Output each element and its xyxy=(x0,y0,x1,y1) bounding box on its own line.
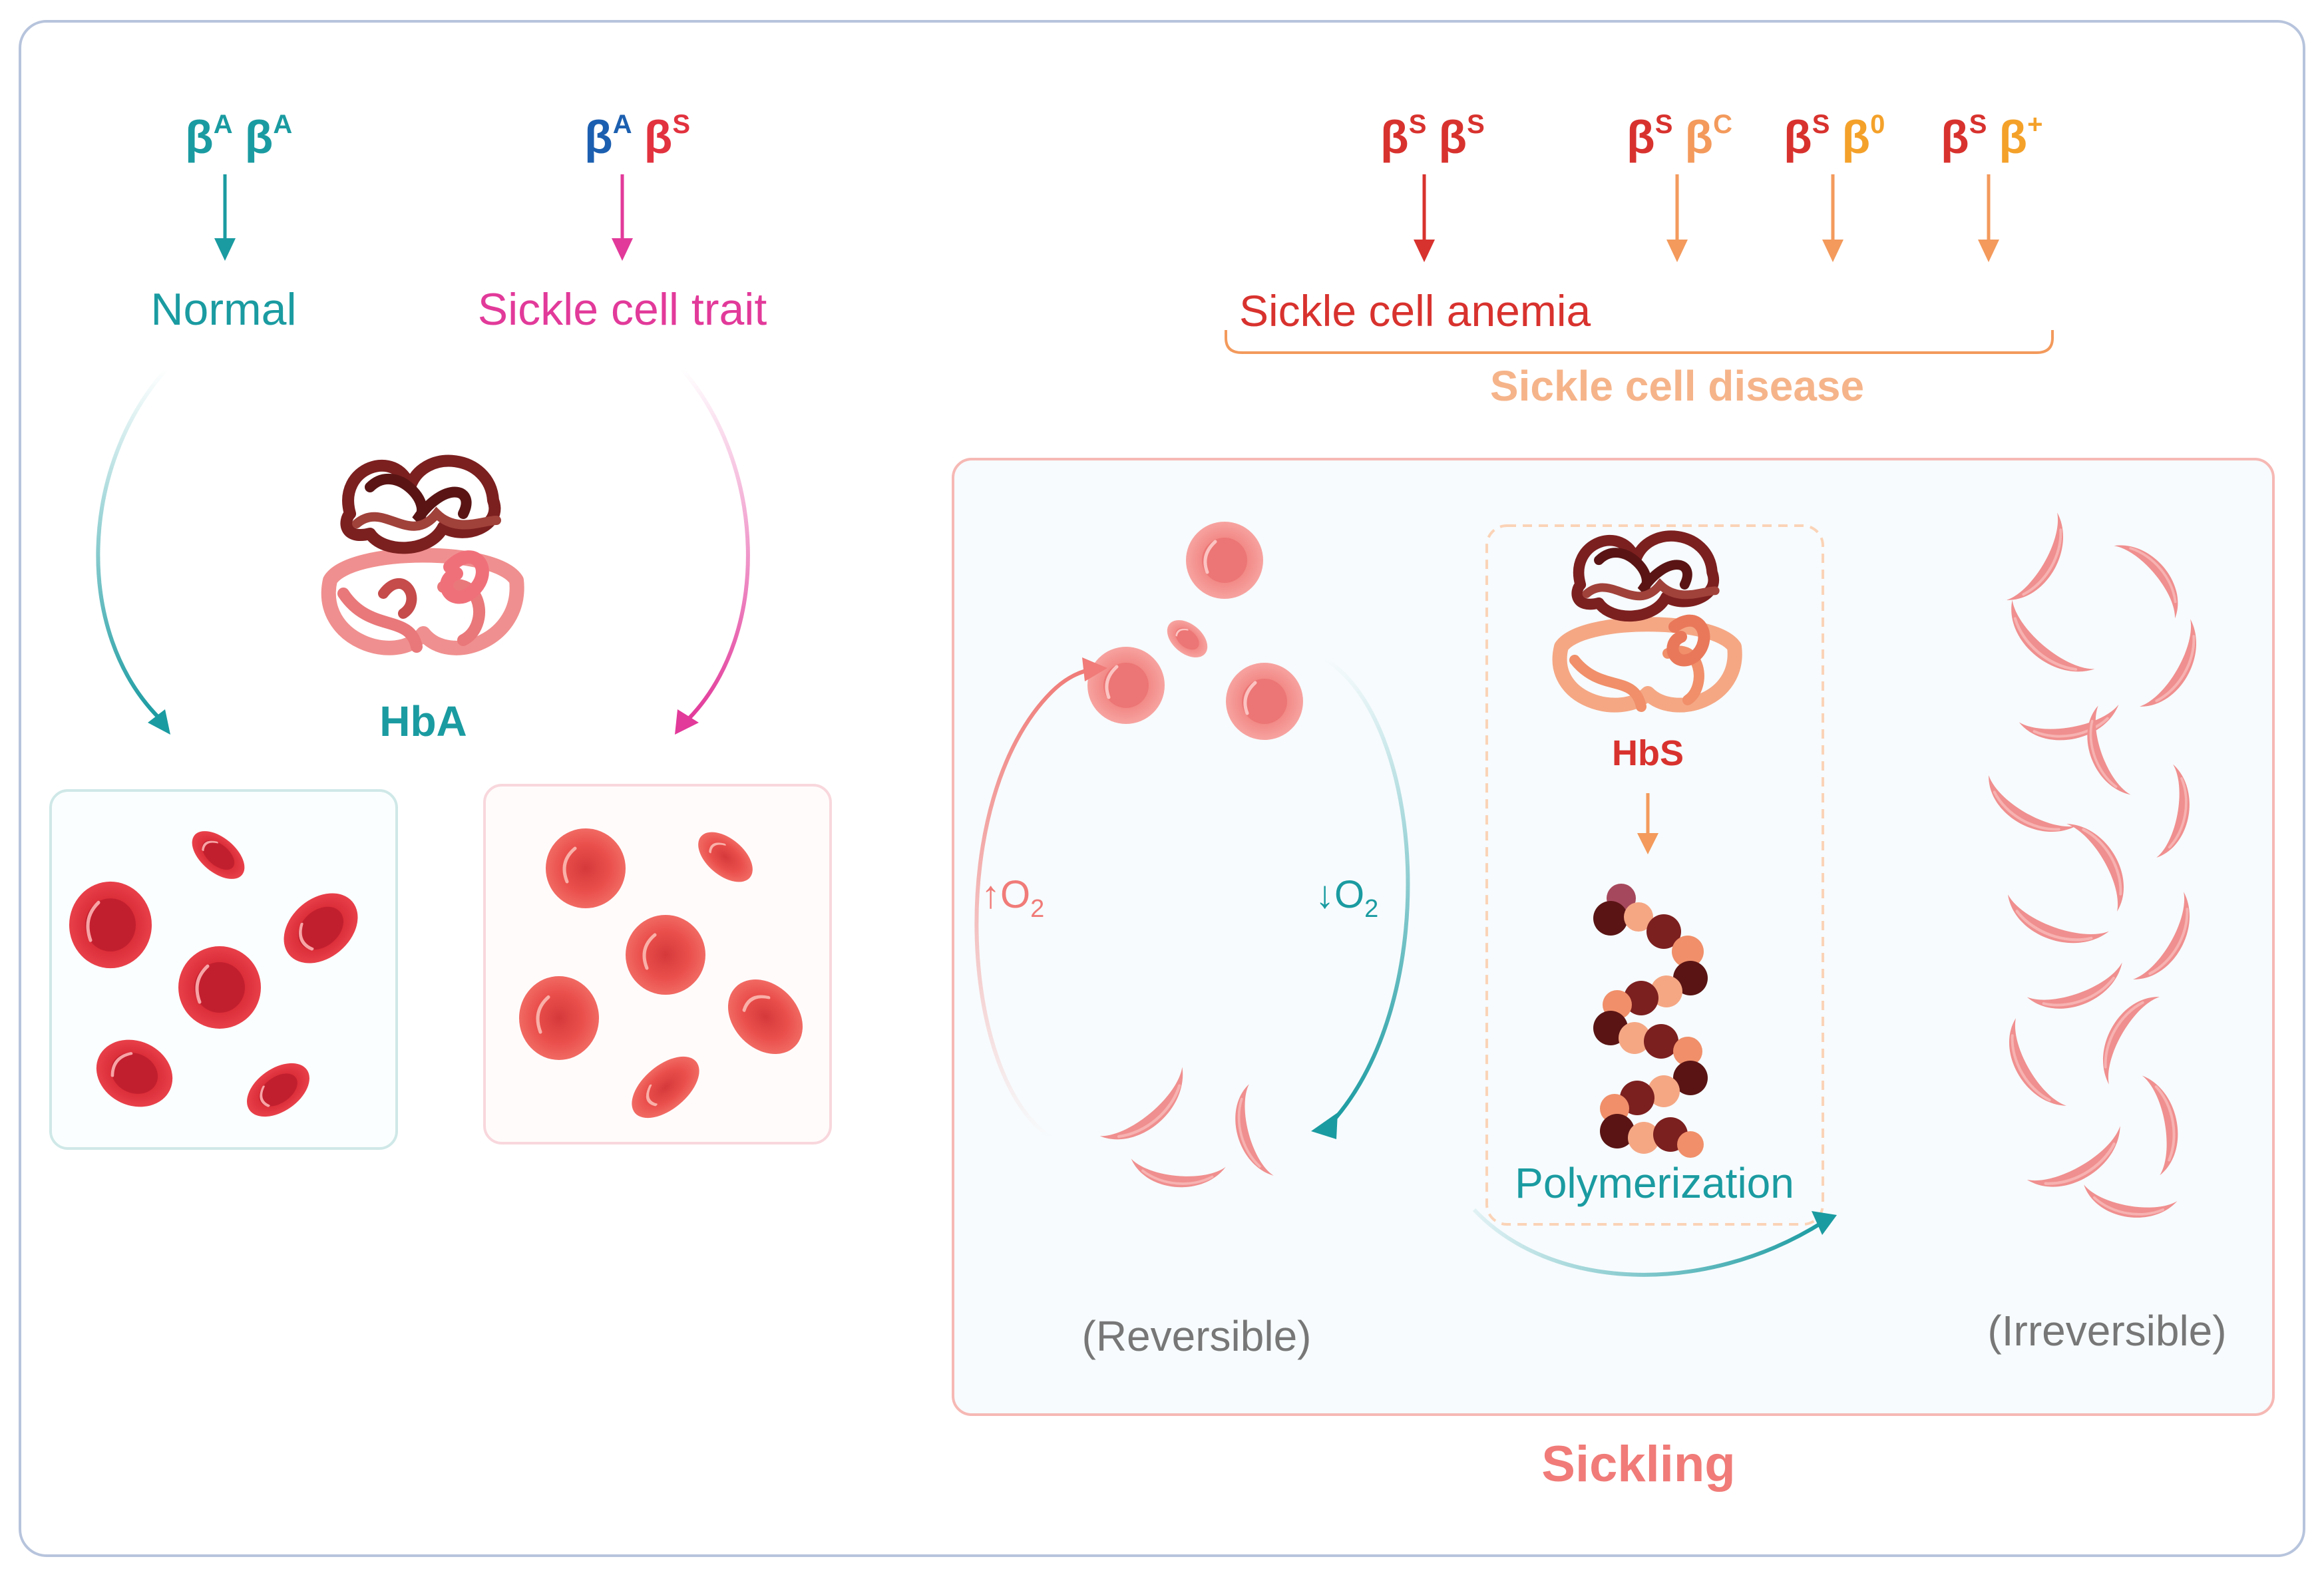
red-blood-cell xyxy=(546,828,626,908)
label-irreversible: (Irreversible) xyxy=(1987,1307,2226,1355)
label-o2-up: ↑O2 xyxy=(981,873,1044,923)
arrow-trait-down xyxy=(612,174,633,261)
label-hbs: HbS xyxy=(1612,733,1684,773)
label-sickling: Sickling xyxy=(1541,1436,1735,1492)
allele-beta: β xyxy=(1684,111,1713,163)
allele-sup: S xyxy=(1812,110,1830,139)
label-polymerization: Polymerization xyxy=(1515,1159,1794,1207)
red-blood-cell xyxy=(69,882,152,968)
arrow-to-irreversible xyxy=(1472,1208,1837,1277)
label-reversible: (Reversible) xyxy=(1082,1312,1312,1360)
label-sickle-cell-trait: Sickle cell trait xyxy=(478,284,767,335)
allele-sup: A xyxy=(613,110,632,139)
allele-sup: A xyxy=(214,110,233,139)
label-sickle-cell-anemia: Sickle cell anemia xyxy=(1239,286,1591,335)
allele-beta: β xyxy=(1784,111,1812,163)
arrow-s0-down xyxy=(1822,174,1843,262)
hba-molecule xyxy=(321,461,524,655)
allele-sup: S xyxy=(1969,110,1987,139)
arrow-hbs-down xyxy=(1637,793,1658,854)
allele-beta: β xyxy=(1941,111,1969,163)
allele-beta: β xyxy=(245,111,274,163)
red-blood-cell xyxy=(178,946,261,1029)
normal-rbc-box xyxy=(49,789,398,1150)
arrow-ss-down xyxy=(1414,174,1435,262)
red-blood-cell xyxy=(1226,663,1303,740)
arrow-o2-up xyxy=(974,657,1107,1140)
allele-sup: 0 xyxy=(1870,110,1885,139)
hbs-molecule xyxy=(1552,536,1742,713)
arrow-sc-down xyxy=(1666,174,1688,262)
allele-sup: S xyxy=(672,110,690,139)
trait-rbc-box xyxy=(483,784,832,1144)
label-normal: Normal xyxy=(150,284,296,335)
allele-sup: S xyxy=(1655,110,1673,139)
disease-bracket xyxy=(1225,330,2054,354)
allele-beta: β xyxy=(584,111,613,163)
svg-text:βSβ+: βSβ+ xyxy=(1941,110,2043,163)
allele-beta: β xyxy=(1841,111,1870,163)
red-blood-cell xyxy=(1087,647,1165,724)
red-blood-cell xyxy=(626,915,705,995)
allele-beta: β xyxy=(644,111,673,163)
red-blood-cell xyxy=(1186,522,1263,599)
hbs-polymer-fiber xyxy=(1593,884,1708,1158)
allele-sup: C xyxy=(1713,110,1732,139)
label-sickle-cell-disease: Sickle cell disease xyxy=(1490,362,1864,410)
curve-arrow-normal xyxy=(96,367,170,735)
arrow-normal-down xyxy=(214,174,236,261)
arrow-splus-down xyxy=(1978,174,1999,262)
allele-beta: β xyxy=(1999,111,2027,163)
label-hba: HbA xyxy=(379,697,467,745)
label-o2-down: ↓O2 xyxy=(1315,873,1378,923)
allele-beta: β xyxy=(185,111,214,163)
polymerization-box xyxy=(1485,524,1824,1226)
allele-sup: + xyxy=(2027,110,2042,139)
allele-sup: S xyxy=(1467,110,1485,139)
arrow-o2-down xyxy=(1311,657,1410,1139)
allele-sup: A xyxy=(273,110,292,139)
outer-frame xyxy=(19,20,2305,1557)
allele-beta: β xyxy=(1380,111,1409,163)
allele-beta: β xyxy=(1438,111,1467,163)
allele-beta: β xyxy=(1627,111,1655,163)
allele-sup: S xyxy=(1409,110,1427,139)
curve-arrow-trait xyxy=(675,368,750,735)
red-blood-cell xyxy=(519,976,599,1060)
